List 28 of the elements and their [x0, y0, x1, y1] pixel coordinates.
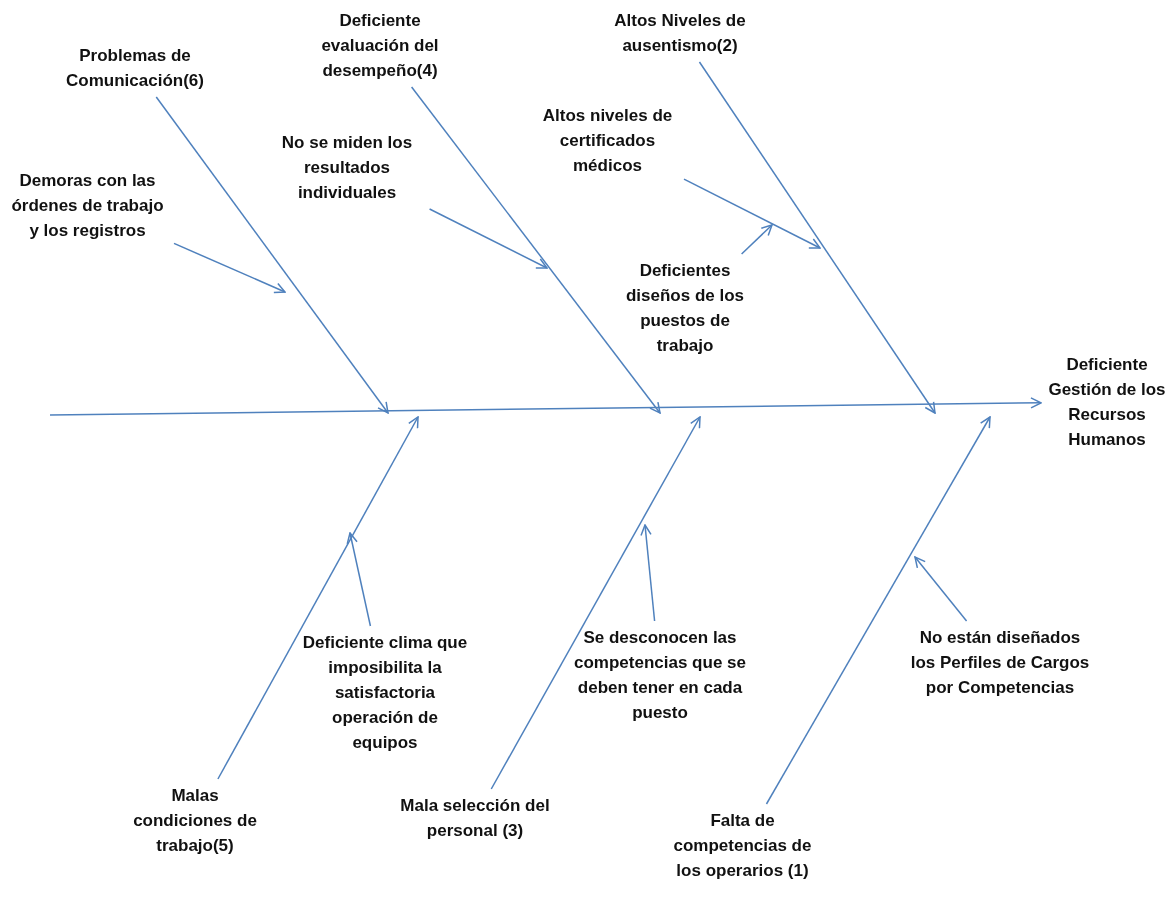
cause-label: No están diseñados los Perfiles de Cargos por Competencias [910, 625, 1090, 700]
arrow [914, 556, 968, 622]
arrow [740, 224, 773, 255]
cause-label: Falta de competencias de los operarios (1) [660, 808, 825, 883]
spine-arrow [49, 397, 1042, 416]
effect-label: Deficiente Gestión de los Recursos Humanos [1045, 352, 1169, 452]
cause-label: Demoras con las órdenes de trabajo y los registros [5, 168, 170, 243]
cause-label: Mala selección del personal (3) [395, 793, 555, 843]
cause-label: Deficiente clima que imposibilita la satisfactoria operación de equipos [300, 630, 470, 755]
arrow [410, 86, 661, 414]
arrow [173, 242, 286, 294]
arrow [490, 416, 701, 790]
cause-label: Se desconocen las competencias que se deben tener en cada puesto [570, 625, 750, 725]
arrow [698, 61, 936, 414]
cause-label: Deficientes diseños de los puestos de trabajo [620, 258, 750, 358]
arrow [765, 416, 991, 805]
arrow [428, 208, 548, 269]
cause-label: Altos niveles de certificados médicos [535, 103, 680, 178]
arrow [155, 96, 389, 414]
arrow [683, 178, 821, 249]
cause-label: Problemas de Comunicación(6) [50, 43, 220, 93]
arrow [640, 524, 656, 622]
arrow [346, 532, 372, 627]
cause-label: Deficiente evaluación del desempeño(4) [320, 8, 440, 83]
cause-label: No se miden los resultados individuales [262, 130, 432, 205]
arrow [217, 416, 419, 780]
cause-label: Malas condiciones de trabajo(5) [120, 783, 270, 858]
cause-label: Altos Niveles de ausentismo(2) [590, 8, 770, 58]
